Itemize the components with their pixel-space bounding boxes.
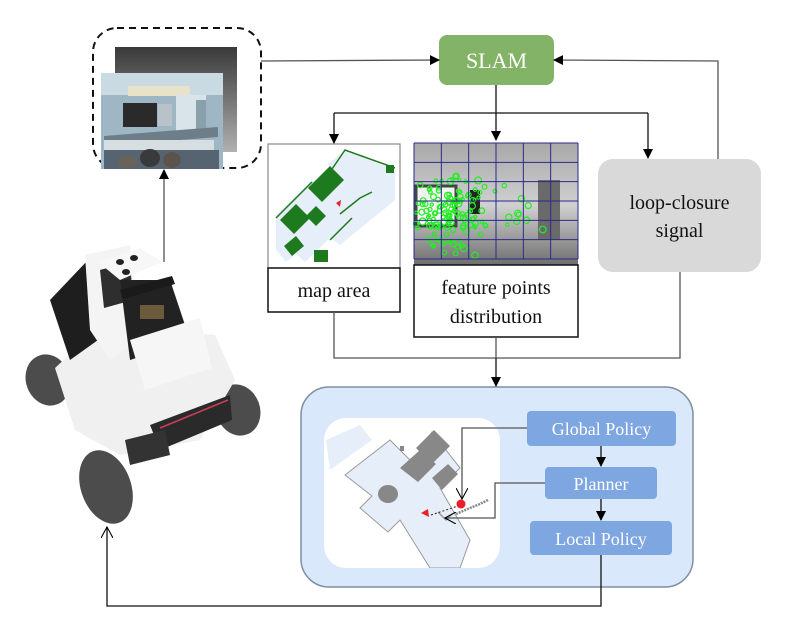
- arrow-planner-to-path: [445, 482, 545, 518]
- global-policy-node: Global Policy: [527, 411, 676, 446]
- feature-point: [449, 226, 457, 234]
- feature-point: [517, 194, 526, 203]
- feature-point: [428, 189, 433, 195]
- feature-point: [459, 244, 468, 253]
- feature-point: [524, 202, 532, 210]
- feature-point: [472, 187, 478, 192]
- navigation-panel: Global Policy Planner Local Policy: [300, 386, 694, 588]
- feature-point: [461, 216, 469, 224]
- feature-point: [444, 231, 450, 238]
- arrow-observation-to-slam: [260, 55, 440, 66]
- feature-point: [476, 195, 481, 200]
- feature-point: [416, 181, 424, 189]
- connectors: [107, 55, 719, 607]
- local-policy-node: Local Policy: [530, 521, 672, 555]
- feature-point: [477, 189, 483, 195]
- occupancy-map-image: [275, 149, 396, 262]
- feature-point: [427, 213, 432, 218]
- feature-point: [462, 227, 471, 235]
- feature-point: [477, 231, 484, 238]
- feature-point: [446, 194, 454, 203]
- feature-point: [514, 209, 522, 218]
- feature-point: [428, 221, 435, 228]
- feature-point: [437, 203, 444, 210]
- feature-point: [505, 222, 510, 227]
- feature-point: [501, 182, 508, 189]
- loop-closure-node: loop-closure signal: [598, 159, 761, 272]
- loop-closure-label-line2: signal: [656, 220, 704, 242]
- feature-point: [449, 202, 456, 209]
- feature-point: [418, 217, 427, 226]
- feature-point: [415, 225, 421, 231]
- feature-point: [430, 193, 438, 201]
- slam-label: SLAM: [466, 48, 527, 73]
- feature-point: [478, 207, 486, 215]
- feature-points-image: [412, 142, 579, 268]
- feature-point: [426, 222, 434, 230]
- feature-point: [452, 250, 459, 257]
- map-area-label-box: [267, 267, 401, 313]
- feature-point: [441, 249, 448, 256]
- merge-line: [333, 272, 681, 359]
- feature-points-label-box: [413, 264, 579, 338]
- feature-point: [513, 217, 521, 226]
- feature-point: [452, 208, 457, 214]
- feature-point: [451, 202, 458, 208]
- arrow-local-policy-to-robot: [107, 527, 602, 607]
- slam-node: SLAM: [439, 35, 554, 85]
- feature-point: [431, 231, 437, 237]
- planner-node: Planner: [545, 467, 657, 499]
- feature-point: [429, 242, 435, 248]
- global-policy-label: Global Policy: [552, 419, 652, 439]
- robot-image: [25, 245, 261, 524]
- feature-point: [445, 213, 452, 221]
- loop-closure-label-line1: loop-closure: [630, 192, 730, 214]
- feature-point: [445, 239, 450, 245]
- feature-point: [464, 193, 471, 199]
- planner-label: Planner: [574, 474, 629, 494]
- feature-point: [435, 196, 441, 203]
- feature-points-label-line2: distribution: [450, 306, 542, 328]
- feature-point: [459, 222, 467, 230]
- feature-point: [482, 223, 489, 229]
- feature-point: [455, 188, 462, 194]
- observation-frames-group: [92, 27, 262, 169]
- navigation-map-image: [326, 425, 489, 568]
- map-area-label: map area: [298, 280, 371, 302]
- feature-point: [472, 223, 477, 229]
- feature-point: [456, 193, 464, 200]
- agent-marker-icon: [421, 509, 429, 517]
- feature-point: [459, 214, 467, 222]
- feature-point: [431, 221, 440, 230]
- arrow-loop-closure-to-slam: [553, 55, 719, 159]
- feature-point: [492, 188, 498, 194]
- feature-point: [423, 207, 430, 215]
- observation-dashed-border: [92, 27, 262, 169]
- local-policy-label: Local Policy: [555, 529, 646, 549]
- feature-point: [431, 210, 439, 217]
- depth-camera-icon: [120, 276, 175, 299]
- map-area-node: map area: [267, 143, 401, 313]
- feature-grid-overlay: [413, 142, 579, 260]
- feature-point: [437, 236, 443, 242]
- feature-point: [442, 209, 450, 217]
- feature-point: [429, 202, 434, 207]
- feature-point: [538, 225, 547, 234]
- observation-image-front: [101, 73, 223, 169]
- feature-point: [474, 176, 483, 185]
- feature-points-label-line1: feature points: [441, 277, 551, 299]
- feature-point: [444, 225, 451, 232]
- feature-point: [433, 178, 439, 184]
- feature-points-node: feature points distribution: [412, 142, 579, 338]
- feature-point: [470, 216, 477, 223]
- arrow-global-policy-to-goal: [462, 427, 527, 499]
- feature-point: [468, 202, 476, 210]
- goal-marker-icon: [456, 499, 466, 509]
- feature-point: [452, 172, 460, 180]
- feature-point: [481, 183, 488, 190]
